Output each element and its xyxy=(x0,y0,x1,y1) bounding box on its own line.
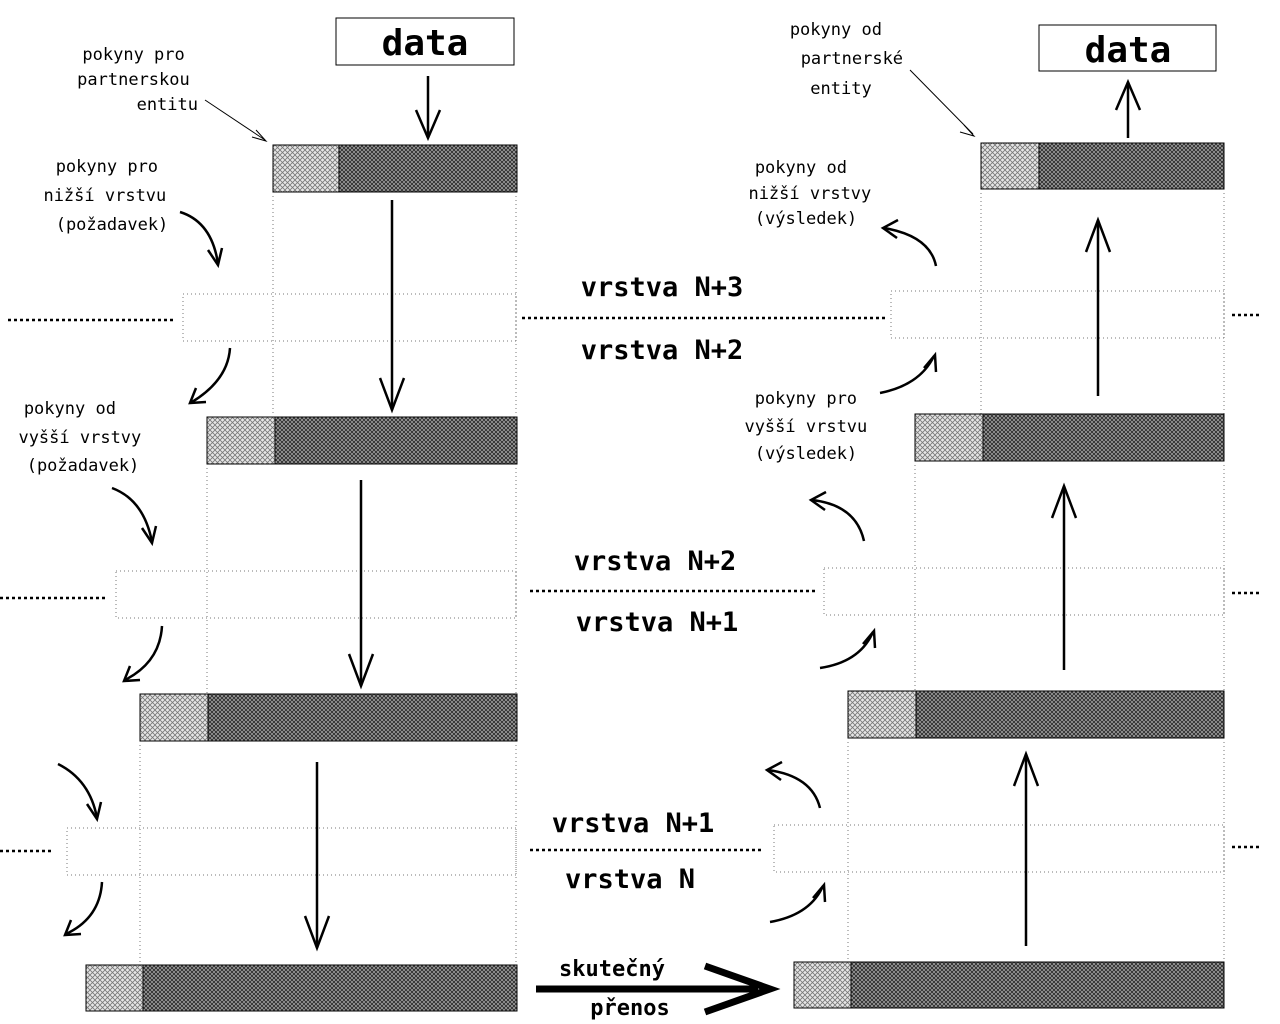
sender-sap-3 xyxy=(66,827,517,876)
sender-pdu-2 xyxy=(274,416,518,465)
receiver-header-2 xyxy=(914,413,984,462)
receiver-sap-3 xyxy=(773,824,1225,873)
transfer-label-2: přenos xyxy=(590,996,669,1021)
sender-pdu-4 xyxy=(142,964,518,1012)
layer-labels: vrstva N+3 vrstva N+2 vrstva N+2 vrstva … xyxy=(522,272,886,1021)
receiver-header-4 xyxy=(793,961,852,1009)
sender-partner-pointer xyxy=(204,99,266,141)
sender-lower-note: pokyny pro nižší vrstvu (požadavek) xyxy=(43,157,176,235)
receiver-pdu-4 xyxy=(850,961,1225,1009)
transfer-label-1: skutečný xyxy=(559,957,665,982)
sender-curve-5 xyxy=(57,762,99,819)
receiver-header-1 xyxy=(980,142,1040,190)
sender-sap-2 xyxy=(115,570,517,619)
sender-stack: data pok xyxy=(0,17,518,1012)
sender-header-2 xyxy=(206,416,276,465)
layer-label-b2-bottom: vrstva N+1 xyxy=(576,607,739,638)
receiver-curve-1 xyxy=(883,226,938,267)
sender-sap-1 xyxy=(182,293,517,342)
receiver-pdu-2 xyxy=(982,413,1225,462)
receiver-partner-pointer xyxy=(909,69,974,135)
receiver-lower-note: pokyny od nižší vrstvy (výsledek) xyxy=(748,158,881,229)
sender-header-1 xyxy=(272,144,340,193)
receiver-curve-3 xyxy=(811,498,866,542)
sender-upper-note: pokyny od vyšší vrstvy (požadavek) xyxy=(18,399,151,476)
layer-label-b2-top: vrstva N+2 xyxy=(574,546,737,577)
layer-label-b3-bottom: vrstva N xyxy=(565,864,695,895)
sender-header-3 xyxy=(139,693,209,742)
sender-pdu-1 xyxy=(338,144,518,193)
sender-curve-3 xyxy=(111,486,154,543)
sender-data-box xyxy=(335,17,515,66)
receiver-curve-4 xyxy=(819,631,875,670)
sender-pdu-3 xyxy=(207,693,518,742)
layer-label-b1-top: vrstva N+3 xyxy=(581,272,744,303)
receiver-curve-5 xyxy=(767,768,822,809)
layer-label-b1-bottom: vrstva N+2 xyxy=(581,335,744,366)
receiver-upper-note: pokyny pro vyšší vrstvu (výsledek) xyxy=(744,389,877,464)
layer-label-b3-top: vrstva N+1 xyxy=(552,808,715,839)
receiver-curve-6 xyxy=(769,885,825,924)
receiver-sap-1 xyxy=(890,290,1225,339)
sender-header-4 xyxy=(85,964,144,1012)
receiver-data-box xyxy=(1038,24,1217,72)
receiver-pdu-3 xyxy=(915,690,1225,739)
sender-curve-2 xyxy=(191,347,232,404)
receiver-data-label: data xyxy=(1085,30,1172,71)
receiver-pdu-1 xyxy=(1038,142,1225,190)
sender-data-label: data xyxy=(382,23,469,64)
sender-curve-1 xyxy=(179,210,220,265)
receiver-partner-note: pokyny od partnerské entity xyxy=(790,20,913,99)
receiver-header-3 xyxy=(847,690,917,739)
receiver-stack: data pokyny o xyxy=(744,20,1262,1009)
sender-curve-6 xyxy=(65,881,104,936)
sender-curve-4 xyxy=(124,625,164,682)
receiver-sap-2 xyxy=(823,567,1225,616)
receiver-curve-2 xyxy=(879,355,936,395)
sender-partner-note: pokyny pro partnerskou entitu xyxy=(77,45,200,115)
